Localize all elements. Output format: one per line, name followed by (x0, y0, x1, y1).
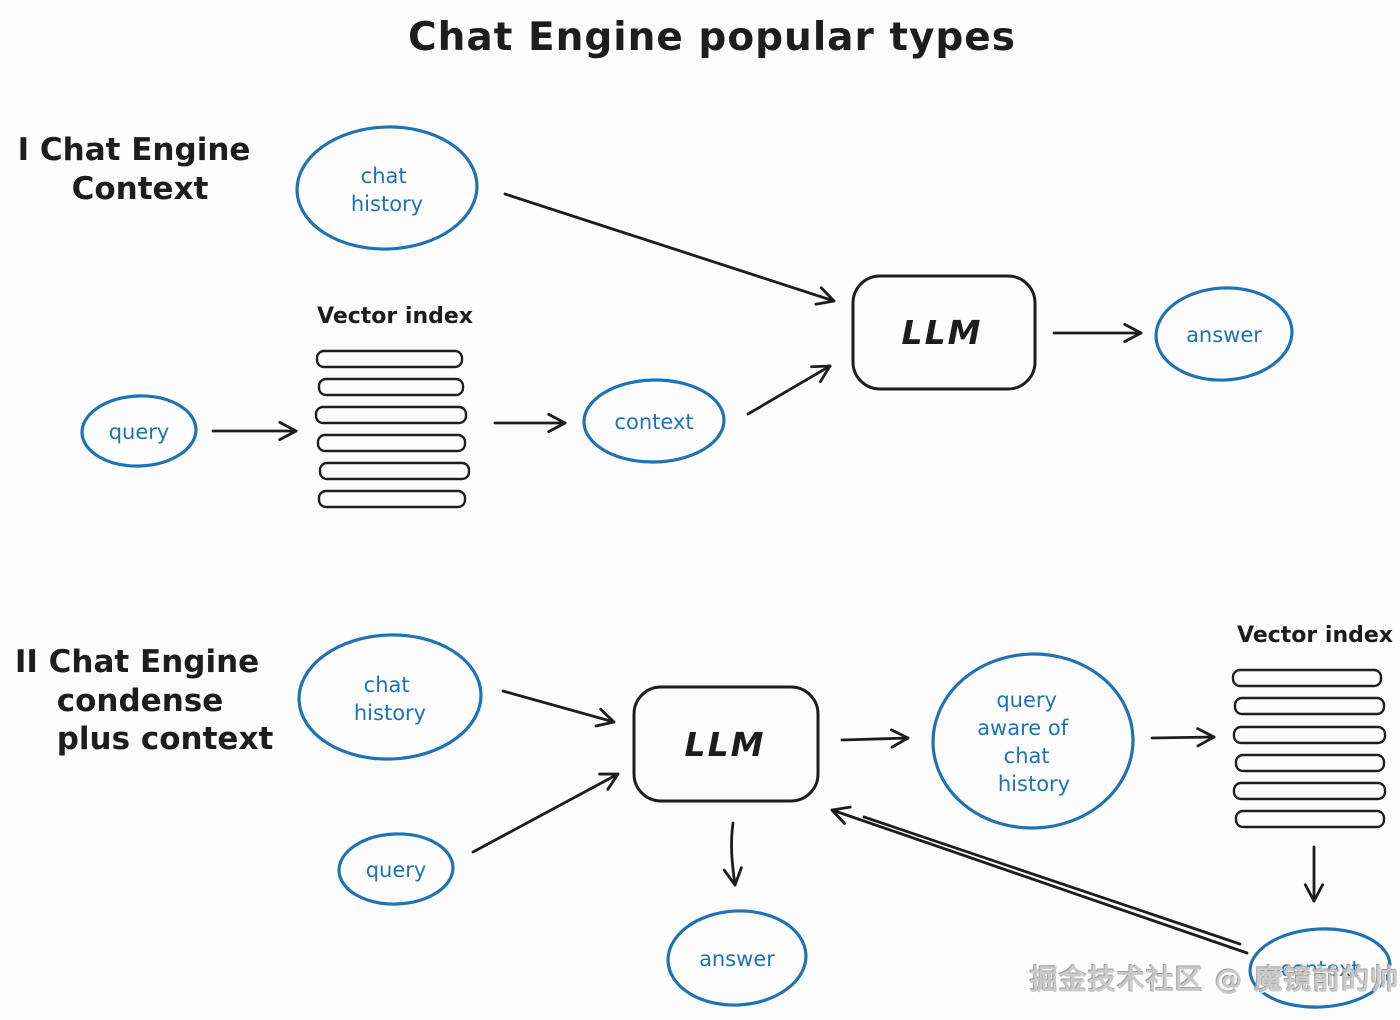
s2-chat-history-ellipse (297, 633, 483, 761)
s1-heading-line2: Context (72, 171, 209, 207)
s2-arrow-context-to-llm-sketch-stroke (862, 815, 1242, 946)
s2-llm-label: LLM (685, 725, 766, 764)
s1-answer-label: answer (1186, 323, 1262, 347)
s1-arrow-context-to-llm (746, 364, 832, 416)
vector-index-row (1232, 725, 1387, 745)
s2-chat-history-label: chat history (354, 673, 426, 725)
s2-context-label: context (1280, 957, 1359, 981)
s1-chat-history-ellipse (295, 125, 479, 251)
s2-vector-index-stack (1231, 668, 1387, 829)
s1-heading-line1: I Chat Engine (18, 132, 251, 168)
s1-llm-label: LLM (902, 313, 983, 352)
section-2: II Chat Engine condense plus context cha… (15, 623, 1393, 1009)
s2-arrow-chat-history-to-llm (501, 689, 616, 728)
s2-arrow-query-to-llm (471, 772, 620, 854)
vector-index-row (314, 405, 468, 425)
s2-answer-label: answer (699, 947, 775, 971)
s1-chat-history-label: chat history (351, 164, 423, 216)
s1-context-label: context (614, 410, 693, 434)
s2-query-aware-ellipse (931, 652, 1135, 830)
s2-arrow-context-to-llm (830, 805, 1249, 955)
s1-vector-index-stack (314, 349, 471, 509)
s1-query-ellipse (80, 394, 198, 468)
vector-index-row (318, 461, 471, 481)
vector-index-row (316, 433, 467, 453)
s1-query-label: query (109, 420, 170, 444)
vector-index-row (1232, 781, 1387, 801)
vector-index-row (315, 349, 464, 369)
s2-llm-box (632, 685, 820, 803)
s2-vector-index-label: Vector index (1237, 623, 1393, 648)
vector-index-row (1234, 753, 1386, 773)
s1-arrow-chat-history-to-llm (503, 192, 836, 306)
vector-index-row (1231, 668, 1383, 688)
s2-arrow-query-aware-to-vector-index (1150, 727, 1216, 748)
vector-index-row (1233, 696, 1386, 716)
vector-index-row (317, 377, 465, 397)
s2-heading-line3: plus context (57, 721, 274, 757)
s2-query-aware-label: query aware of chat history (977, 688, 1075, 796)
s1-llm-box (851, 274, 1037, 391)
watermark: 掘金技术社区 @ 魔镜前的帅比 (1030, 963, 1400, 996)
s2-heading-line1: II Chat Engine (15, 644, 259, 680)
s2-heading-line2: condense (57, 683, 224, 719)
s2-context-ellipse (1248, 927, 1392, 1009)
s1-context-ellipse (582, 378, 726, 464)
s1-answer-ellipse (1154, 286, 1294, 382)
s1-vector-index-label: Vector index (317, 304, 473, 329)
s2-arrow-llm-to-query-aware (840, 728, 910, 749)
s2-arrow-llm-to-answer (722, 821, 743, 887)
s2-query-label: query (366, 858, 427, 882)
section-1: I Chat Engine Context chat history Vecto… (18, 125, 1294, 509)
s2-query-ellipse (337, 832, 455, 906)
page-title: Chat Engine popular types (408, 15, 1016, 60)
vector-index-row (317, 489, 467, 509)
vector-index-row (1234, 809, 1386, 829)
s2-answer-ellipse (666, 909, 808, 1007)
